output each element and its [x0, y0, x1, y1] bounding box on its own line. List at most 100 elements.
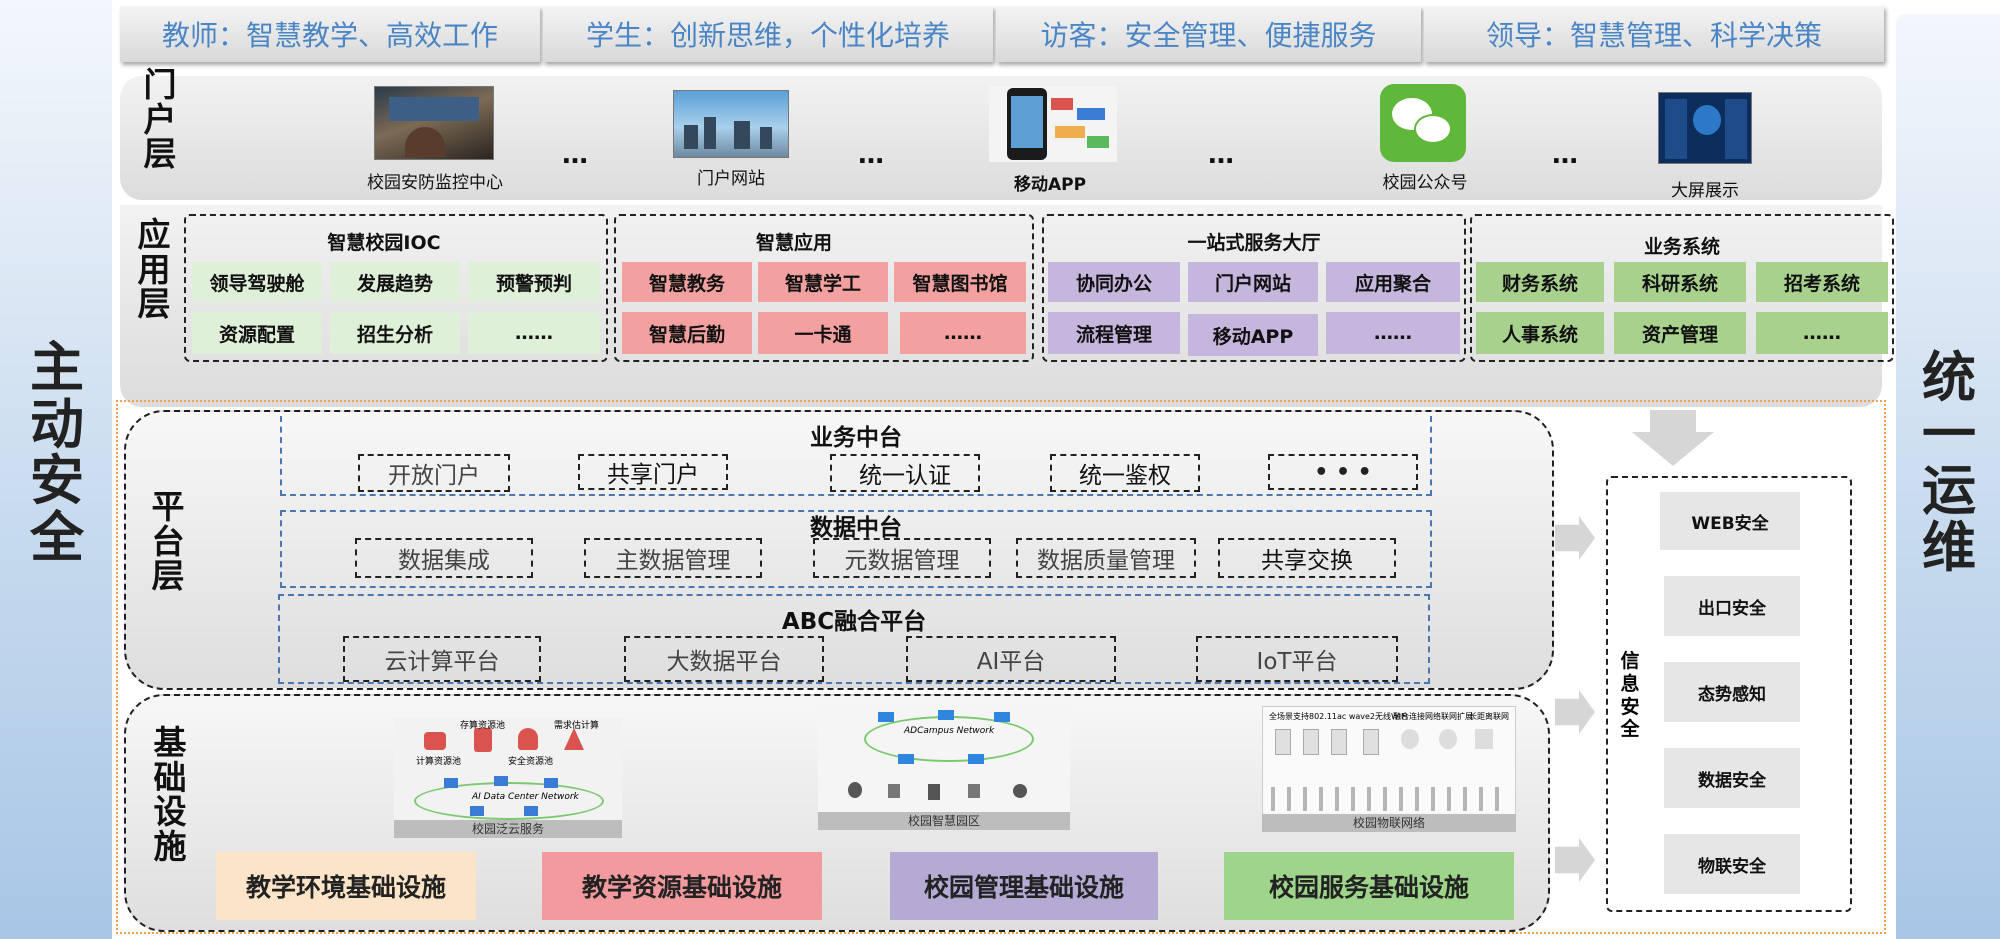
- infra-block-campus-mgmt: 校园管理基础设施: [890, 852, 1158, 920]
- down-arrow-icon: [1650, 410, 1696, 432]
- app-group-title: 智慧校园IOC: [327, 232, 441, 254]
- business-center-title: 业务中台: [810, 425, 902, 451]
- portal-caption-security: 校园安防监控中心: [367, 173, 503, 193]
- app-cell: 智慧后勤: [622, 312, 752, 354]
- app-cell: 发展趋势: [330, 262, 460, 302]
- abc-item: AI平台: [906, 636, 1116, 682]
- infra-image-caption: 校园物联网络: [1262, 814, 1516, 832]
- infra-image-caption: 校园智慧园区: [818, 812, 1070, 830]
- abc-item: 云计算平台: [343, 636, 541, 682]
- app-group-ioc: [184, 214, 608, 362]
- portal-caption-app: 移动APP: [1013, 175, 1087, 195]
- data-center-box: [280, 510, 1432, 588]
- cloud-label: 安全资源池: [508, 757, 554, 767]
- side-label-left: 主动安全: [30, 336, 84, 570]
- business-item: 统一鉴权: [1050, 454, 1200, 492]
- app-group-smart: [614, 214, 1034, 362]
- cloud-label: 计算资源池: [416, 757, 462, 767]
- app-group-title: 一站式服务大厅: [1187, 232, 1321, 254]
- data-item: 共享交换: [1218, 538, 1396, 578]
- portal-ellipsis-1: …: [562, 140, 588, 170]
- left-sidebar: [0, 0, 112, 939]
- app-cell: 移动APP: [1188, 314, 1318, 356]
- abc-item: 大数据平台: [624, 636, 824, 682]
- web-portal-image: [673, 90, 789, 158]
- iot-network-image: 全场景支持802.11ac wave2无线WiFi 融合连接网络联网扩展 长距离…: [1262, 706, 1516, 830]
- app-group-title: 智慧应用: [755, 232, 832, 254]
- lower-region-border: [116, 400, 1886, 934]
- security-item-web: WEB安全: [1660, 492, 1800, 550]
- business-item: 共享门户: [578, 454, 728, 490]
- app-cell: 协同办公: [1048, 262, 1180, 302]
- app-layer-label: 应用层: [137, 215, 171, 324]
- infra-block-teaching-env: 教学环境基础设施: [216, 852, 476, 920]
- infra-layer-label: 基础设施: [153, 723, 187, 866]
- role-tab-teacher: 教师：智慧教学、高效工作: [120, 6, 540, 62]
- abc-platform-title: ABC融合平台: [781, 609, 927, 635]
- app-cell: ……: [900, 312, 1026, 354]
- business-item: • • •: [1268, 454, 1418, 490]
- data-item: 主数据管理: [584, 538, 762, 578]
- role-tab-student: 学生：创新思维，个性化培养: [543, 6, 993, 62]
- platform-layer-label: 平台层: [151, 487, 185, 596]
- abc-platform-box: [278, 594, 1430, 684]
- app-cell: ……: [1756, 312, 1888, 354]
- app-cell: 应用聚合: [1326, 262, 1460, 302]
- campus-label: ADCampus Network: [904, 726, 995, 736]
- app-cell: 招考系统: [1756, 262, 1888, 302]
- app-cell: 招生分析: [330, 312, 460, 354]
- app-cell: 门户网站: [1188, 262, 1318, 302]
- security-item-situation: 态势感知: [1664, 662, 1800, 722]
- iot-label: 全场景支持802.11ac wave2无线WiFi: [1269, 712, 1408, 721]
- wechat-icon: [1380, 84, 1466, 162]
- app-layer-band: [120, 205, 1882, 407]
- abc-item: IoT平台: [1196, 636, 1398, 682]
- app-cell: 预警预判: [468, 262, 600, 302]
- role-tab-leader: 领导：智慧管理、科学决策: [1424, 6, 1884, 62]
- infra-image-caption: 校园泛云服务: [394, 820, 622, 838]
- app-cell: ……: [468, 312, 600, 354]
- security-monitor-image: [374, 86, 494, 160]
- app-cell: 资源配置: [192, 312, 322, 354]
- portal-caption-web: 门户网站: [697, 169, 765, 189]
- app-cell: 人事系统: [1476, 312, 1604, 354]
- app-cell: 流程管理: [1048, 312, 1180, 354]
- portal-ellipsis-4: …: [1552, 140, 1578, 170]
- portal-layer-label: 门户层: [143, 65, 177, 174]
- cloud-label: 存算资源池: [460, 721, 506, 731]
- cloud-label: 需求估计算: [554, 721, 600, 731]
- role-tab-visitor: 访客：安全管理、便捷服务: [996, 6, 1421, 62]
- data-item: 数据质量管理: [1016, 538, 1196, 578]
- app-cell: ……: [1326, 312, 1460, 354]
- portal-ellipsis-2: …: [858, 140, 884, 170]
- right-sidebar: [1896, 14, 2000, 939]
- portal-caption-wechat: 校园公众号: [1382, 173, 1468, 193]
- platform-layer-band: [124, 410, 1554, 690]
- campus-park-image: ADCampus Network: [818, 704, 1070, 830]
- infra-block-teaching-resource: 教学资源基础设施: [542, 852, 822, 920]
- cloud-label: AI Data Center Network: [472, 792, 579, 802]
- app-group-service-hall: [1042, 214, 1466, 362]
- infra-block-campus-service: 校园服务基础设施: [1224, 852, 1514, 920]
- side-label-right: 统一运维: [1922, 346, 1976, 580]
- business-item: 统一认证: [830, 454, 980, 492]
- security-item-egress: 出口安全: [1664, 576, 1800, 636]
- data-center-title: 数据中台: [810, 515, 902, 541]
- portal-caption-bigscreen: 大屏展示: [1671, 181, 1739, 201]
- app-cell: 智慧教务: [622, 262, 752, 302]
- app-cell: 智慧学工: [758, 262, 888, 302]
- app-cell: 科研系统: [1614, 262, 1746, 302]
- app-cell: 智慧图书馆: [894, 262, 1026, 302]
- app-group-business: [1470, 214, 1894, 362]
- security-item-data: 数据安全: [1664, 748, 1800, 808]
- security-item-iot: 物联安全: [1664, 834, 1800, 894]
- iot-label: 长距离联网: [1469, 712, 1509, 721]
- cloud-service-image: 存算资源池 安全资源池 需求估计算 计算资源池 AI Data Center N…: [394, 718, 622, 836]
- app-cell: 资产管理: [1614, 312, 1746, 354]
- data-item: 元数据管理: [813, 538, 991, 578]
- business-center-box: [280, 416, 1432, 496]
- app-cell: 一卡通: [758, 312, 888, 354]
- app-group-title: 业务系统: [1643, 236, 1720, 258]
- info-security-label: 信息安全: [1620, 650, 1640, 741]
- business-item: 开放门户: [358, 454, 510, 492]
